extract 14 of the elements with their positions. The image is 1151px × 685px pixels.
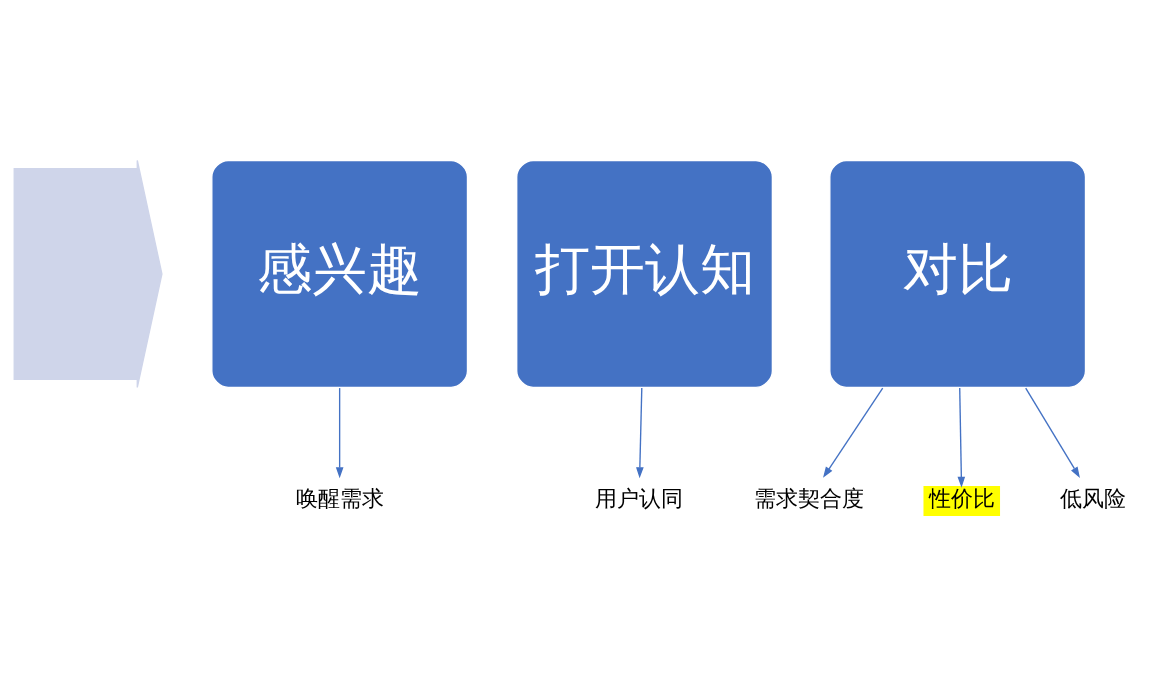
node-text: 唤醒需求: [295, 485, 384, 511]
arrow: [1025, 386, 1080, 478]
node-text: 需求契合度: [753, 485, 864, 511]
arrow: [823, 386, 884, 478]
arrow: [335, 386, 344, 478]
node-arrow: [13, 159, 163, 388]
node-box: 感兴趣: [211, 159, 469, 388]
node-box: 打开认知: [516, 159, 774, 388]
node-box: 性价比: [923, 485, 1001, 516]
node-text: 用户认同: [595, 485, 684, 511]
arrow: [957, 386, 966, 488]
arrow: [636, 386, 644, 478]
node-text: 低风险: [1060, 485, 1127, 511]
node-box: 对比: [829, 159, 1087, 388]
